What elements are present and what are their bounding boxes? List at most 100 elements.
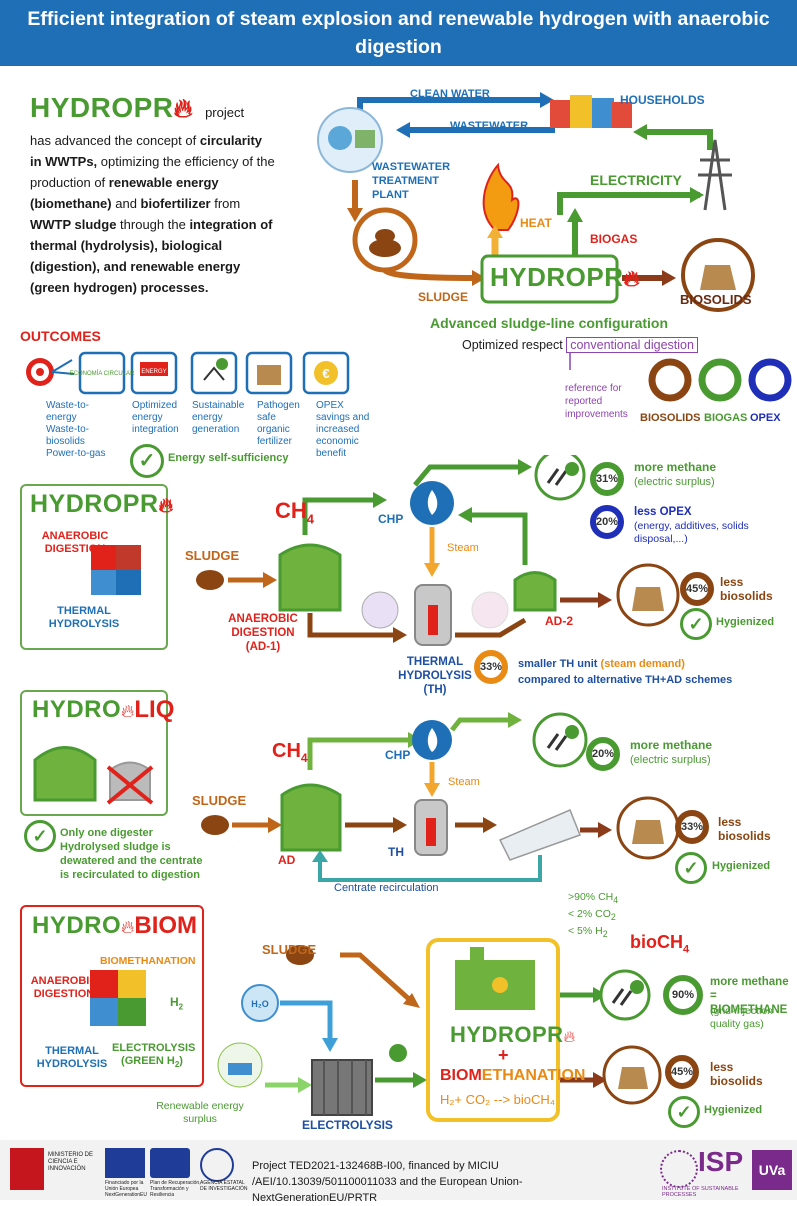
plug-shape xyxy=(203,366,225,381)
hb-plus: + xyxy=(498,1045,509,1065)
euro-coin-shape xyxy=(314,361,338,385)
hydrobiom-panel xyxy=(20,905,204,1087)
hp-steam-label: Steam xyxy=(447,542,479,554)
biosolids-bag-icon xyxy=(700,265,736,290)
intro-b4: WWTP sludge xyxy=(30,217,117,232)
hydroliq-brand2: LIQ xyxy=(134,696,175,723)
plug-prongs xyxy=(611,988,633,1006)
check-icon: ✓ xyxy=(680,608,712,640)
hp-th-title: smaller TH unit xyxy=(518,658,598,670)
flame-icon: 🔥︎ xyxy=(121,917,135,937)
th-tank-gauge xyxy=(428,605,438,635)
hp-biosolids-ring: 45% xyxy=(680,572,714,606)
legend-biosolids-ring xyxy=(648,358,692,402)
hb-reaction: H₂+ CO₂ --> bioCH₄ xyxy=(440,1092,556,1107)
check-icon: ✓ xyxy=(130,444,164,478)
th-dewater-arrowhead xyxy=(483,817,497,833)
solar-panel-shape xyxy=(228,1063,252,1075)
chp-to-electric-arrow xyxy=(450,717,510,732)
hl-ad-label: AD xyxy=(278,853,296,867)
puzzle-green xyxy=(118,998,146,1026)
ad2-biosolids-arrowhead xyxy=(598,592,612,608)
wwtp-tank-icon xyxy=(328,126,352,150)
hb-sludge-label: SLUDGE xyxy=(262,942,317,957)
target-center xyxy=(36,368,44,376)
footer-logo-plan: Plan de Recuperación, Transformación y R… xyxy=(150,1180,201,1198)
clean-water-label: CLEAN WATER xyxy=(410,88,490,100)
hb-electrolysis-sub: 2 xyxy=(174,1060,180,1070)
wastewater-label: WASTEWATER xyxy=(450,120,529,132)
th-to-ad2-arrow xyxy=(455,617,527,638)
hb-electrolysis-text: ELECTROLYSIS (GREEN H xyxy=(112,1042,196,1067)
aei-icon xyxy=(200,1148,234,1182)
hydroliq-flow xyxy=(201,712,680,882)
title-banner: Efficient integration of steam explosion… xyxy=(0,0,797,86)
hl-methane-title: more methane xyxy=(630,738,713,752)
hydrolysed-icon xyxy=(471,591,509,629)
hydroliq-digesters xyxy=(33,746,154,805)
pylon-icon xyxy=(698,139,732,211)
circular-economy-icon-label: ECONOMÍA CIRCULAR xyxy=(70,370,135,377)
hydrobiom-brand1: HYDRO xyxy=(32,912,122,939)
water-to-electrolysis-arrow xyxy=(280,1000,333,1040)
hp-th-ring: 33% xyxy=(474,650,508,684)
puzzle-icon xyxy=(90,970,146,1026)
hl-methane-ring: 20% xyxy=(586,737,620,771)
self-sufficiency-label: Energy self-sufficiency xyxy=(168,452,289,464)
puzzle-blue xyxy=(90,998,118,1026)
hp-methane-title: more methane xyxy=(634,460,717,474)
hl-chp-label: CHP xyxy=(385,748,411,762)
uva-logo: UVa xyxy=(752,1150,792,1190)
plug-leaf-icon xyxy=(190,351,238,395)
hydropro-panel-brand: HYDROPR🔥︎ xyxy=(30,490,173,519)
intro-b1: circularity in WWTPs, xyxy=(30,133,263,169)
chp-electric-arrowhead xyxy=(518,459,532,475)
footer-logo-ministerio: MINISTERIO DE CIENCIA E INNOVACIÓN xyxy=(48,1152,94,1172)
title-line-2: for the production of biomethane and bio… xyxy=(83,64,714,86)
plug-prongs xyxy=(546,468,568,486)
title-line-1: Efficient integration of steam explosion… xyxy=(27,8,770,58)
legend-opex-label: OPEX xyxy=(750,412,781,424)
hb-center-brand-text: HYDROPR xyxy=(450,1022,564,1047)
leaf-shape xyxy=(216,358,228,370)
renewable-arrowhead xyxy=(298,1077,312,1093)
sludge-icon xyxy=(286,945,314,965)
power-arrowhead xyxy=(633,124,647,140)
biogas-label: BIOGAS xyxy=(590,232,638,246)
flame-icon: 🔥︎ xyxy=(158,495,174,517)
hydropro-box xyxy=(480,254,619,304)
footer-logo-eu: Financiado por la Unión Europea NextGene… xyxy=(105,1180,147,1198)
hp-chp-label: CHP xyxy=(378,512,404,526)
electrolysis-unit-icon xyxy=(311,1059,373,1116)
hb-biom2: ETHANATION xyxy=(481,1067,586,1084)
outcomes-icons: ECONOMÍA CIRCULAR ENERGY € xyxy=(26,351,350,395)
check-icon: ✓ xyxy=(675,852,707,884)
brand-logo: HYDROPR xyxy=(30,92,174,123)
cycle-diagram xyxy=(317,92,792,402)
sludge-to-hydropro-arrow xyxy=(382,267,476,281)
hl-ch4-label: CH4 xyxy=(272,740,308,765)
biosolids-bag-icon xyxy=(618,1067,648,1089)
hp-sludge-label: SLUDGE xyxy=(185,548,240,563)
hb-h2-label: H2 xyxy=(170,995,183,1011)
sludge-icon xyxy=(201,815,229,835)
check-icon: ✓ xyxy=(24,820,56,852)
flame-icon: 🔥︎ xyxy=(173,93,193,123)
intro-t1: has advanced the concept of xyxy=(30,133,200,148)
sludge-in-arrowhead xyxy=(268,817,282,833)
chp-electric-arrowhead xyxy=(508,712,522,728)
fertilizer-bag-shape xyxy=(257,365,281,385)
hydroliq-note: Only one digester Hydrolysed sludge is d… xyxy=(60,827,203,881)
hl-methane-sub: (electric surplus) xyxy=(630,754,711,766)
hydrobiom-brand2: BIOM xyxy=(134,912,198,939)
hp-biosolids-title: less biosolids xyxy=(720,575,773,603)
intro-brand: HYDROPR🔥︎ project xyxy=(30,92,244,125)
intro-b2: renewable energy (biomethane) xyxy=(30,175,219,211)
footer-project-text: Project TED2021-132468B-I00, financed by… xyxy=(252,1160,523,1204)
microbes-icon xyxy=(361,591,399,629)
hb-electrolysis-label: ELECTROLYSIS (GREEN H2) xyxy=(112,1042,196,1071)
water-arrowhead xyxy=(322,1038,338,1052)
house-blue-icon xyxy=(592,98,614,128)
wwtp-building-icon xyxy=(355,130,375,148)
optimized-note: Optimized respect conventional digestion xyxy=(462,337,698,353)
